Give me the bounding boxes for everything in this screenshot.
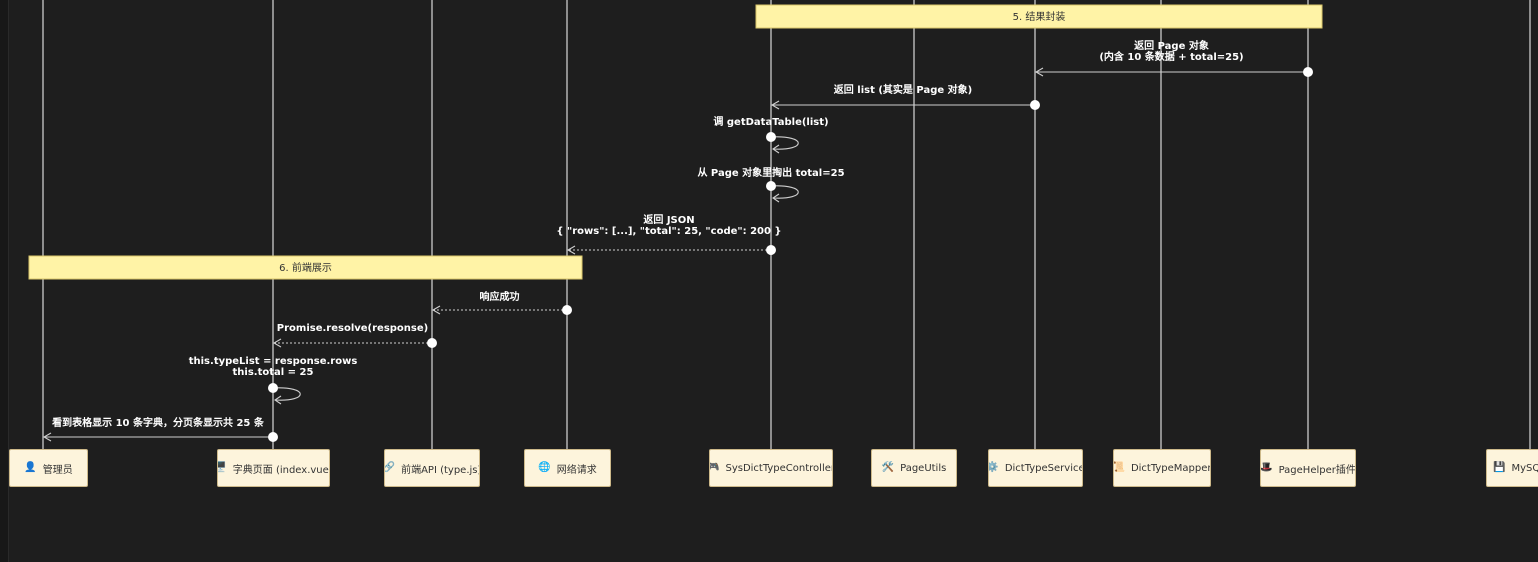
participant-label: MySQL <box>1511 462 1538 474</box>
message-6: 响应成功 <box>431 290 572 315</box>
section-note-6: 6. 前端展示 <box>28 255 583 280</box>
participant-label: DictTypeService <box>1004 462 1083 474</box>
message-start-dot <box>766 245 776 255</box>
message-3: 调 getDataTable(list) <box>713 115 829 154</box>
message-start-dot <box>562 305 572 315</box>
section-note-box <box>755 4 1323 29</box>
participant-label: 管理员 <box>42 464 73 476</box>
participant-label: 前端API (type.js) <box>401 464 480 476</box>
arrowhead <box>772 144 780 154</box>
message-start-dot <box>268 383 278 393</box>
message-start-dot <box>1030 100 1040 110</box>
participant-icon: 📜 <box>1113 462 1125 473</box>
message-label: 从 Page 对象里掏出 total=25 <box>697 166 844 179</box>
message-start-dot <box>1303 67 1313 77</box>
participant-icon: ⚙️ <box>989 463 999 473</box>
participant-icon: 👤 <box>24 462 37 473</box>
participant-icon: 🎮 <box>710 463 719 473</box>
message-label: this.typeList = response.rows <box>189 356 358 367</box>
message-label: 返回 JSON <box>643 213 694 226</box>
section-note-label: 5. 结果封装 <box>1013 10 1066 23</box>
participant-icon: 🔗 <box>385 463 395 473</box>
participant-icon: 🎩 <box>1260 462 1273 473</box>
message-label: 返回 Page 对象 <box>1134 39 1209 52</box>
message-label: 响应成功 <box>480 290 520 303</box>
message-2: 返回 list (其实是 Page 对象) <box>770 83 1040 110</box>
message-label: this.total = 25 <box>233 367 314 378</box>
participant-6[interactable]: ⚙️ DictTypeService <box>988 449 1083 487</box>
left-panel-edge <box>0 0 9 562</box>
participant-icon: 🛠️ <box>881 462 895 473</box>
arrowhead <box>431 305 441 315</box>
section-note-5: 5. 结果封装 <box>755 4 1323 29</box>
participant-0[interactable]: 👤 管理员 <box>9 449 88 487</box>
message-label: 返回 list (其实是 Page 对象) <box>834 83 972 96</box>
message-label: (内含 10 条数据 + total=25) <box>1099 50 1243 63</box>
message-start-dot <box>766 132 776 142</box>
participant-label: 字典页面 (index.vue) <box>232 464 330 476</box>
message-label: 调 getDataTable(list) <box>713 115 828 128</box>
participant-4[interactable]: 🎮 SysDictTypeController <box>709 449 833 487</box>
participant-label: PageUtils <box>900 462 947 474</box>
participant-9[interactable]: 💾 MySQL <box>1486 449 1538 487</box>
arrowhead <box>272 338 282 348</box>
message-start-dot <box>427 338 437 348</box>
participant-8[interactable]: 🎩 PageHelper插件 <box>1260 449 1356 487</box>
section-note-label: 6. 前端展示 <box>279 261 332 274</box>
section-note-box <box>28 255 583 280</box>
participant-label: DictTypeMapper <box>1130 462 1211 474</box>
message-start-dot <box>766 181 776 191</box>
arrowhead <box>42 432 52 442</box>
participant-label: PageHelper插件 <box>1278 464 1356 476</box>
participant-label: SysDictTypeController <box>725 462 833 474</box>
arrowhead <box>770 100 780 110</box>
participant-3[interactable]: 🌐 网络请求 <box>524 449 611 487</box>
message-8: this.typeList = response.rowsthis.total … <box>189 356 358 405</box>
arrowhead <box>566 245 576 255</box>
self-message-loop <box>770 136 799 150</box>
participant-icon: 🖥️ <box>218 463 227 473</box>
participant-label: 网络请求 <box>556 464 597 476</box>
message-label: { "rows": [...], "total": 25, "code": 20… <box>556 226 781 237</box>
participant-2[interactable]: 🔗 前端API (type.js) <box>384 449 480 487</box>
arrowhead <box>274 395 282 405</box>
participant-icon: 💾 <box>1493 462 1506 473</box>
self-message-loop <box>272 387 301 401</box>
message-4: 从 Page 对象里掏出 total=25 <box>697 166 845 203</box>
self-message-loop <box>770 185 799 199</box>
message-label: 看到表格显示 10 条字典，分页条显示共 25 条 <box>52 416 265 429</box>
message-start-dot <box>268 432 278 442</box>
participant-7[interactable]: 📜 DictTypeMapper <box>1113 449 1211 487</box>
message-label: Promise.resolve(response) <box>277 323 428 334</box>
arrowhead <box>1034 67 1044 77</box>
message-5: 返回 JSON{ "rows": [...], "total": 25, "co… <box>556 213 782 255</box>
participant-1[interactable]: 🖥️ 字典页面 (index.vue) <box>217 449 330 487</box>
message-1: 返回 Page 对象(内含 10 条数据 + total=25) <box>1034 39 1313 77</box>
message-9: 看到表格显示 10 条字典，分页条显示共 25 条 <box>42 416 278 442</box>
participant-5[interactable]: 🛠️ PageUtils <box>871 449 957 487</box>
arrowhead <box>772 193 780 203</box>
message-7: Promise.resolve(response) <box>272 323 437 348</box>
participant-icon: 🌐 <box>538 462 551 473</box>
